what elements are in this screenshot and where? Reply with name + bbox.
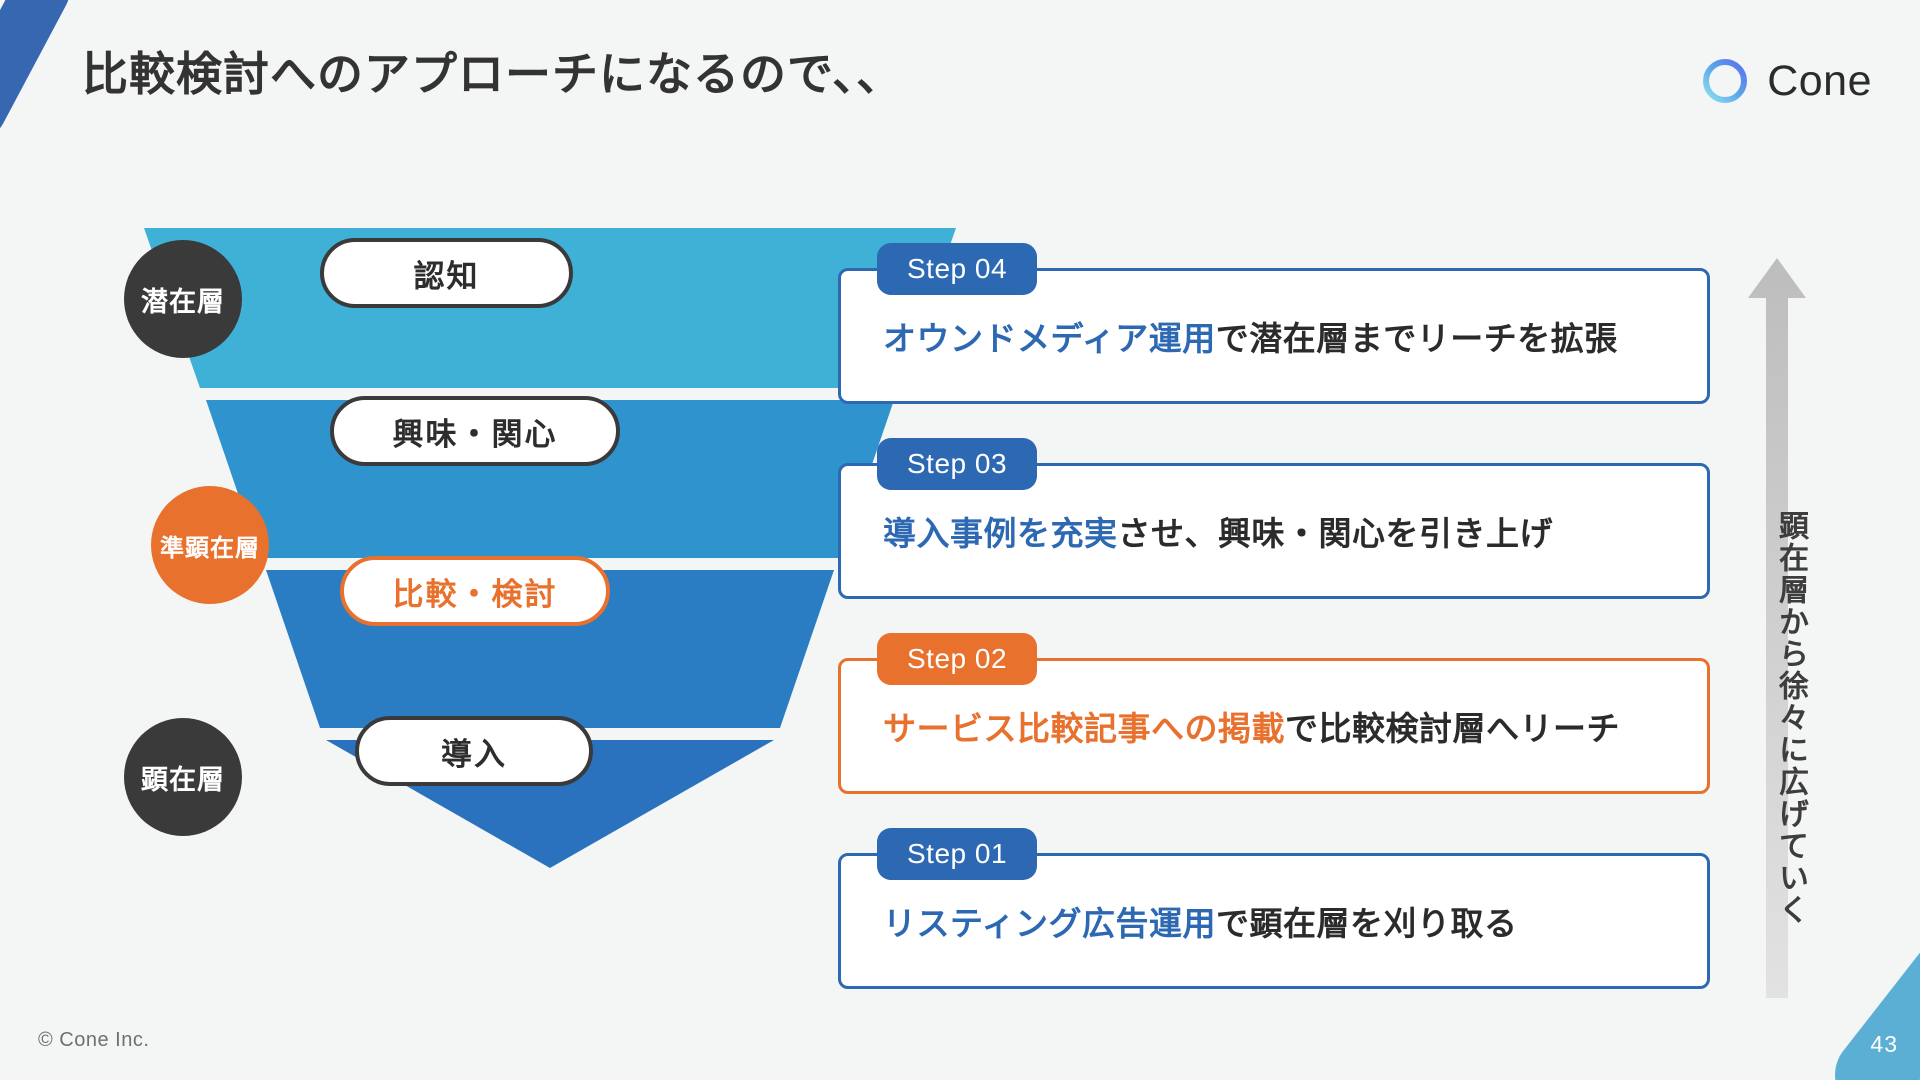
step-description: リスティング広告運用で顕在層を刈り取る (883, 897, 1683, 945)
step-rest: で比較検討層へリーチ (1285, 710, 1620, 747)
funnel-stage-label: 認知 (413, 258, 480, 294)
step-card-04[interactable]: Step 04 オウンドメディア運用で潜在層までリーチを拡張 (838, 243, 1710, 404)
funnel-diagram: 潜在層 準顕在層 顕在層 認知 興味・関心 比較・検討 導入 (124, 228, 960, 1018)
step-highlight: サービス比較記事への掲載 (883, 710, 1285, 747)
step-description: サービス比較記事への掲載で比較検討層へリーチ (883, 702, 1683, 750)
brand-name: Cone (1767, 56, 1872, 105)
funnel-stage-label: 興味・関心 (392, 416, 558, 452)
upward-arrow-icon (1748, 258, 1806, 998)
audience-badge-semi-active: 準顕在層 (151, 486, 269, 604)
side-caption: 顕在層から徐々に広げていく (1774, 510, 1807, 926)
step-description: 導入事例を充実させ、興味・関心を引き上げ (883, 507, 1683, 555)
funnel-stage-adoption: 導入 (355, 716, 593, 786)
step-highlight: リスティング広告運用 (883, 905, 1217, 942)
funnel-stage-label: 導入 (441, 736, 507, 772)
page-title: 比較検討へのアプローチになるので、、 (82, 48, 904, 100)
step-rest: で潜在層までリーチを拡張 (1215, 320, 1618, 357)
step-card-01[interactable]: Step 01 リスティング広告運用で顕在層を刈り取る (838, 828, 1710, 989)
step-tag: Step 03 (877, 438, 1038, 490)
step-card-02[interactable]: Step 02 サービス比較記事への掲載で比較検討層へリーチ (838, 633, 1710, 794)
step-card-03[interactable]: Step 03 導入事例を充実させ、興味・関心を引き上げ (838, 438, 1710, 599)
step-description: オウンドメディア運用で潜在層までリーチを拡張 (883, 312, 1683, 360)
step-rest: させ、興味・関心を引き上げ (1117, 515, 1553, 552)
funnel-stage-interest: 興味・関心 (330, 396, 620, 466)
step-highlight: オウンドメディア運用 (883, 320, 1216, 357)
page-number: 43 (1870, 1031, 1898, 1057)
audience-badge-latent: 潜在層 (124, 240, 242, 358)
brand-logo: Cone (1699, 55, 1872, 107)
step-highlight: 導入事例を充実 (883, 515, 1118, 552)
audience-badge-label: 潜在層 (141, 286, 225, 317)
step-tag: Step 04 (877, 243, 1038, 295)
audience-badge-label: 準顕在層 (160, 534, 260, 562)
step-tag: Step 01 (877, 828, 1038, 880)
copyright: © Cone Inc. (38, 1029, 150, 1051)
funnel-stage-awareness: 認知 (320, 238, 573, 308)
funnel-stage-compare: 比較・検討 (340, 556, 610, 626)
audience-badge-label: 顕在層 (141, 764, 225, 795)
step-tag: Step 02 (877, 633, 1038, 685)
step-rest: で顕在層を刈り取る (1216, 905, 1518, 942)
audience-badge-active: 顕在層 (124, 718, 242, 836)
funnel-stage-label: 比較・検討 (392, 576, 558, 612)
cone-ring-icon (1703, 59, 1748, 103)
decor-bar-top-left (0, 0, 80, 149)
